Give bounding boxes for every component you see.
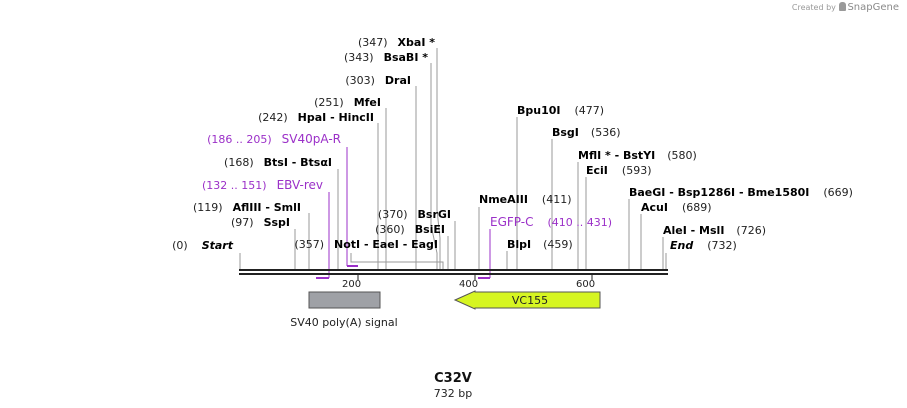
snapgene-logo-icon: [839, 2, 847, 11]
plasmid-name: C32V: [434, 371, 472, 386]
site-bsiei: (360)BsiEI: [375, 223, 445, 236]
site-afliii-smli: (119)AflIII - SmlI: [193, 201, 301, 214]
site-noti-eaei-eagi: (357)NotI - EaeI - EagI: [294, 238, 438, 251]
site-start: (0)Start: [172, 239, 234, 252]
primer-egfp-c: EGFP-C(410 .. 431): [490, 215, 612, 229]
ruler-ticks: [357, 275, 593, 280]
primer-ebv-rev: (132 .. 151)EBV-rev: [202, 178, 323, 192]
feature-label-vc155: VC155: [512, 294, 548, 307]
tick-label-600: 600: [576, 279, 595, 290]
site-leaders: [239, 48, 667, 270]
site-mfli-bstyi: MflI * - BstYI(580): [578, 149, 697, 162]
site-acui: AcuI(689): [641, 201, 712, 214]
plasmid-length: 732 bp: [434, 387, 472, 400]
feature-vc155-arrow: [453, 290, 601, 310]
primer-bars: [316, 265, 490, 279]
credit-prefix: Created by: [791, 3, 836, 12]
site-blpi: BlpI(459): [507, 238, 573, 251]
site-mfei: (251)MfeI: [314, 96, 381, 109]
site-bsrgi: (370)BsrGI: [378, 208, 451, 221]
tick-label-200: 200: [342, 279, 361, 290]
feature-sv40-polya-signal: [308, 291, 381, 309]
site-hpai-hincii: (242)HpaI - HincII: [258, 111, 374, 124]
site-end: End(732): [670, 239, 737, 252]
site-bsabi: (343)BsaBI *: [344, 51, 428, 64]
site-btsi-btsai: (168)BtsI - BtsαI: [224, 156, 332, 169]
sequence-backbone: [239, 269, 668, 275]
site-bsgi: BsgI(536): [552, 126, 621, 139]
site-sspi: (97)SspI: [231, 216, 290, 229]
credit-brand: SnapGene: [847, 2, 899, 13]
site-bpu10i: Bpu10I(477): [517, 104, 604, 117]
site-alei-msli: AleI - MslI(726): [663, 224, 766, 237]
site-ecii: EciI(593): [586, 164, 652, 177]
site-nmeaiii: NmeAIII(411): [479, 193, 572, 206]
feature-label-sv40-polya: SV40 poly(A) signal: [290, 316, 397, 329]
site-labels: (0)Start (97)SspI (119)AflIII - SmlI (16…: [172, 36, 853, 252]
site-baegi-bsp1286i-bme1580i: BaeGI - Bsp1286I - Bme1580I(669): [629, 186, 853, 199]
primer-leaders: [328, 147, 491, 278]
site-xbai: (347)XbaI *: [358, 36, 435, 49]
tick-label-400: 400: [459, 279, 478, 290]
primer-sv40pa-r: (186 .. 205)SV40pA-R: [207, 132, 341, 146]
primer-labels: (186 .. 205)SV40pA-R (132 .. 151)EBV-rev…: [202, 132, 612, 229]
snapgene-credit: Created by SnapGene: [792, 2, 899, 13]
site-drai: (303)DraI: [345, 74, 411, 87]
